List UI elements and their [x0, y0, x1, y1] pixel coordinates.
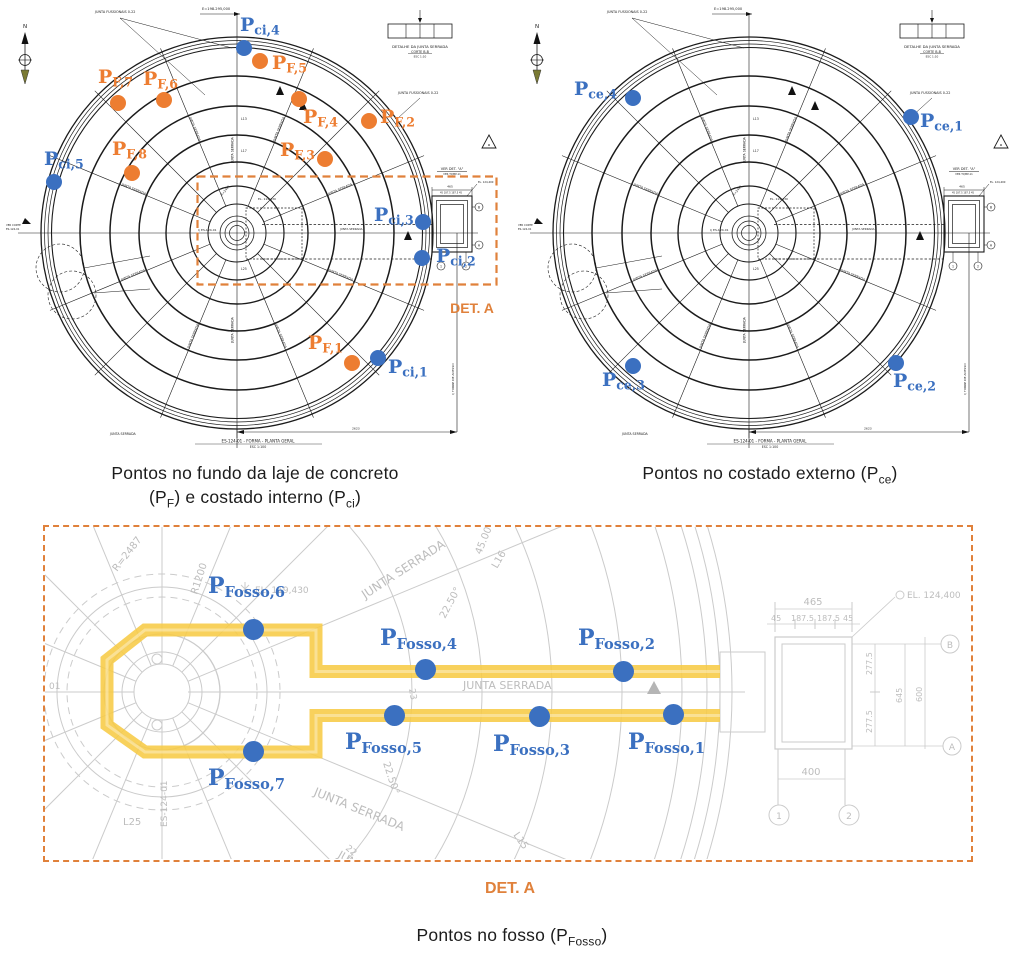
label-pfosso1: PFosso,1 [628, 729, 705, 758]
fosso-trench-centerline [105, 628, 720, 754]
n23-label: 23 [406, 688, 418, 701]
dim-600: 600 [915, 687, 924, 702]
label-pci2: Pci,2 [436, 245, 476, 269]
point-pf3 [317, 151, 333, 167]
caption-left-line1: Pontos no fundo da laje de concreto [111, 463, 399, 483]
label-pf7: PF,7 [98, 66, 134, 90]
point-pci4 [236, 40, 252, 56]
label-pfosso5: PFosso,5 [345, 729, 422, 758]
point-pf8 [124, 165, 140, 181]
point-pf4 [291, 91, 307, 107]
grid-b: B [947, 641, 953, 651]
caption-right: Pontos no costado externo (Pce) [642, 463, 898, 487]
point-pf2 [361, 113, 377, 129]
label-pf5: PF,5 [272, 52, 308, 76]
det-a-tag: DET. A [450, 300, 494, 316]
point-pfosso2 [613, 661, 634, 682]
point-pfosso1 [663, 704, 684, 725]
point-pf5 [252, 53, 268, 69]
dim-465: 465 [803, 597, 822, 608]
point-pci1 [370, 350, 386, 366]
junta-serrada-2: JUNTA SERRADA [462, 679, 552, 692]
angle-225-a: 22.50° [438, 586, 464, 621]
label-pfosso4: PFosso,4 [380, 625, 457, 654]
grid-a: A [949, 743, 956, 753]
label-pce1: Pce,1 [920, 110, 963, 134]
label-pf1: PF,1 [308, 332, 344, 356]
label-pfosso2: PFosso,2 [578, 625, 655, 654]
grid-2: 2 [846, 812, 852, 822]
det-a-caption: DET. A [484, 880, 536, 897]
point-pfosso4 [415, 659, 436, 680]
l15-label: L15 [511, 830, 531, 851]
label-pfosso7: PFosso,7 [208, 765, 285, 794]
dim-645: 645 [895, 688, 904, 703]
label-pci1: Pci,1 [388, 356, 428, 380]
fosso-trench-highlight [100, 623, 720, 759]
point-pfosso6 [243, 619, 264, 640]
dim-1875b: 187.5 [817, 614, 840, 623]
l25-label: L25 [123, 817, 141, 828]
label-pci3: Pci,3 [374, 204, 414, 228]
point-pci5 [46, 174, 62, 190]
grid-1: 1 [776, 812, 782, 822]
label-pf8: PF,8 [112, 138, 148, 162]
dim-45a: 45 [771, 614, 781, 623]
point-pf7 [110, 95, 126, 111]
label-pce3: Pce,3 [602, 369, 645, 393]
caption-left-line2: (PF) e costado interno (Pci) [148, 487, 362, 511]
point-pfosso3 [529, 706, 550, 727]
point-pfosso5 [384, 705, 405, 726]
el-label: EL. 119,430 [255, 586, 309, 596]
tank-plan-drawings: N E=198.295,000 JUNTA FUSSIONAIS 0-22 JU… [5, 6, 1009, 450]
label-pfosso6: PFosso,6 [208, 573, 285, 602]
point-pf6 [156, 92, 172, 108]
label-pf3: PF,3 [280, 139, 316, 163]
caption-fosso: Pontos no fosso (PFosso) [416, 925, 608, 949]
point-pce3 [625, 358, 641, 374]
el124-label: EL. 124,400 [907, 591, 961, 601]
dim-2775a: 277.5 [865, 652, 874, 675]
angle-45: 45.00° [474, 527, 497, 556]
r1200-label: R1200 [189, 562, 209, 596]
det-a-box: R=2487 R1200 EL. 119,430 JUNTA SERRADA J… [43, 525, 973, 862]
label-pfosso3: PFosso,3 [493, 731, 570, 760]
angle-225-b: 22.50° [380, 761, 401, 796]
label-pce4: Pce,4 [574, 78, 617, 102]
dim-2775b: 277.5 [865, 710, 874, 733]
dim-45b: 45 [843, 614, 853, 623]
label-pf2: PF,2 [380, 106, 416, 130]
n01-label: 01 [49, 682, 60, 692]
point-pfosso7 [243, 741, 264, 762]
label-pci4: Pci,4 [240, 14, 280, 38]
point-pf1 [344, 355, 360, 371]
label-pf6: PF,6 [143, 68, 179, 92]
dim-1875a: 187.5 [791, 614, 814, 623]
point-pci2 [414, 250, 430, 266]
l16-label: L16 [490, 549, 509, 570]
label-pf4: PF,4 [303, 106, 339, 130]
detail-background [45, 527, 962, 859]
label-pce2: Pce,2 [893, 370, 936, 394]
label-pci5: Pci,5 [44, 148, 84, 172]
point-pci3 [415, 214, 431, 230]
dim-400: 400 [801, 767, 820, 778]
det-a-outline [196, 175, 498, 286]
es-label: ES-124-01 [160, 780, 170, 827]
point-pce4 [625, 90, 641, 106]
point-pce2 [888, 355, 904, 371]
r2487-label: R=2487 [111, 535, 145, 574]
point-pce1 [903, 109, 919, 125]
fosso-detail-drawing: R=2487 R1200 EL. 119,430 JUNTA SERRADA J… [45, 527, 962, 859]
